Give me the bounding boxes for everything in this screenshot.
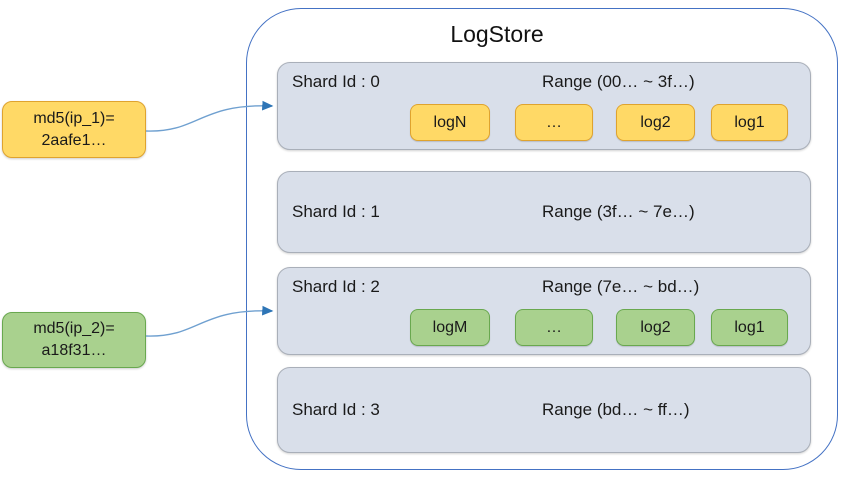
diagram-title: LogStore <box>450 21 544 47</box>
log-box: logM <box>410 309 490 346</box>
shard-id-label-0: Shard Id : 0 <box>292 72 380 91</box>
md5-hash-node-ip1-line2: 2aafe1… <box>41 131 107 149</box>
md5-hash-node-ip1: md5(ip_1)= 2aafe1… <box>2 101 146 158</box>
shard-id-label-1: Shard Id : 1 <box>292 202 380 221</box>
shard-id-label-2: Shard Id : 2 <box>292 277 380 296</box>
md5-hash-node-ip2: md5(ip_2)= a18f31… <box>2 312 146 368</box>
log-box: log1 <box>711 309 788 346</box>
shard-id-label-3: Shard Id : 3 <box>292 400 380 419</box>
shard-range-label-0: Range (00… ~ 3f…) <box>542 72 695 91</box>
shard-box-3: Shard Id : 3 Range (bd… ~ ff…) <box>277 367 811 453</box>
md5-hash-node-ip1-line1: md5(ip_1)= <box>33 109 115 127</box>
md5-hash-node-ip2-line1: md5(ip_2)= <box>33 320 115 337</box>
md5-hash-node-ip2-line2: a18f31… <box>41 342 107 359</box>
log-box-ellipsis: … <box>515 309 593 346</box>
shard-box-0: Shard Id : 0 Range (00… ~ 3f…) logN … lo… <box>277 62 811 150</box>
shard-0-log-row: logN … log2 log1 <box>278 104 810 141</box>
shard-range-label-2: Range (7e… ~ bd…) <box>542 277 700 296</box>
logstore-container: LogStore Shard Id : 0 Range (00… ~ 3f…) … <box>246 8 838 470</box>
log-box-ellipsis: … <box>515 104 593 141</box>
shard-box-2: Shard Id : 2 Range (7e… ~ bd…) logM … lo… <box>277 267 811 355</box>
shard-box-1: Shard Id : 1 Range (3f… ~ 7e…) <box>277 171 811 253</box>
log-box: log2 <box>616 104 695 141</box>
shard-range-label-1: Range (3f… ~ 7e…) <box>542 202 695 221</box>
shard-2-log-row: logM … log2 log1 <box>278 309 810 346</box>
log-box: log2 <box>616 309 695 346</box>
log-box: logN <box>410 104 490 141</box>
shard-range-label-3: Range (bd… ~ ff…) <box>542 400 690 419</box>
log-box: log1 <box>711 104 788 141</box>
